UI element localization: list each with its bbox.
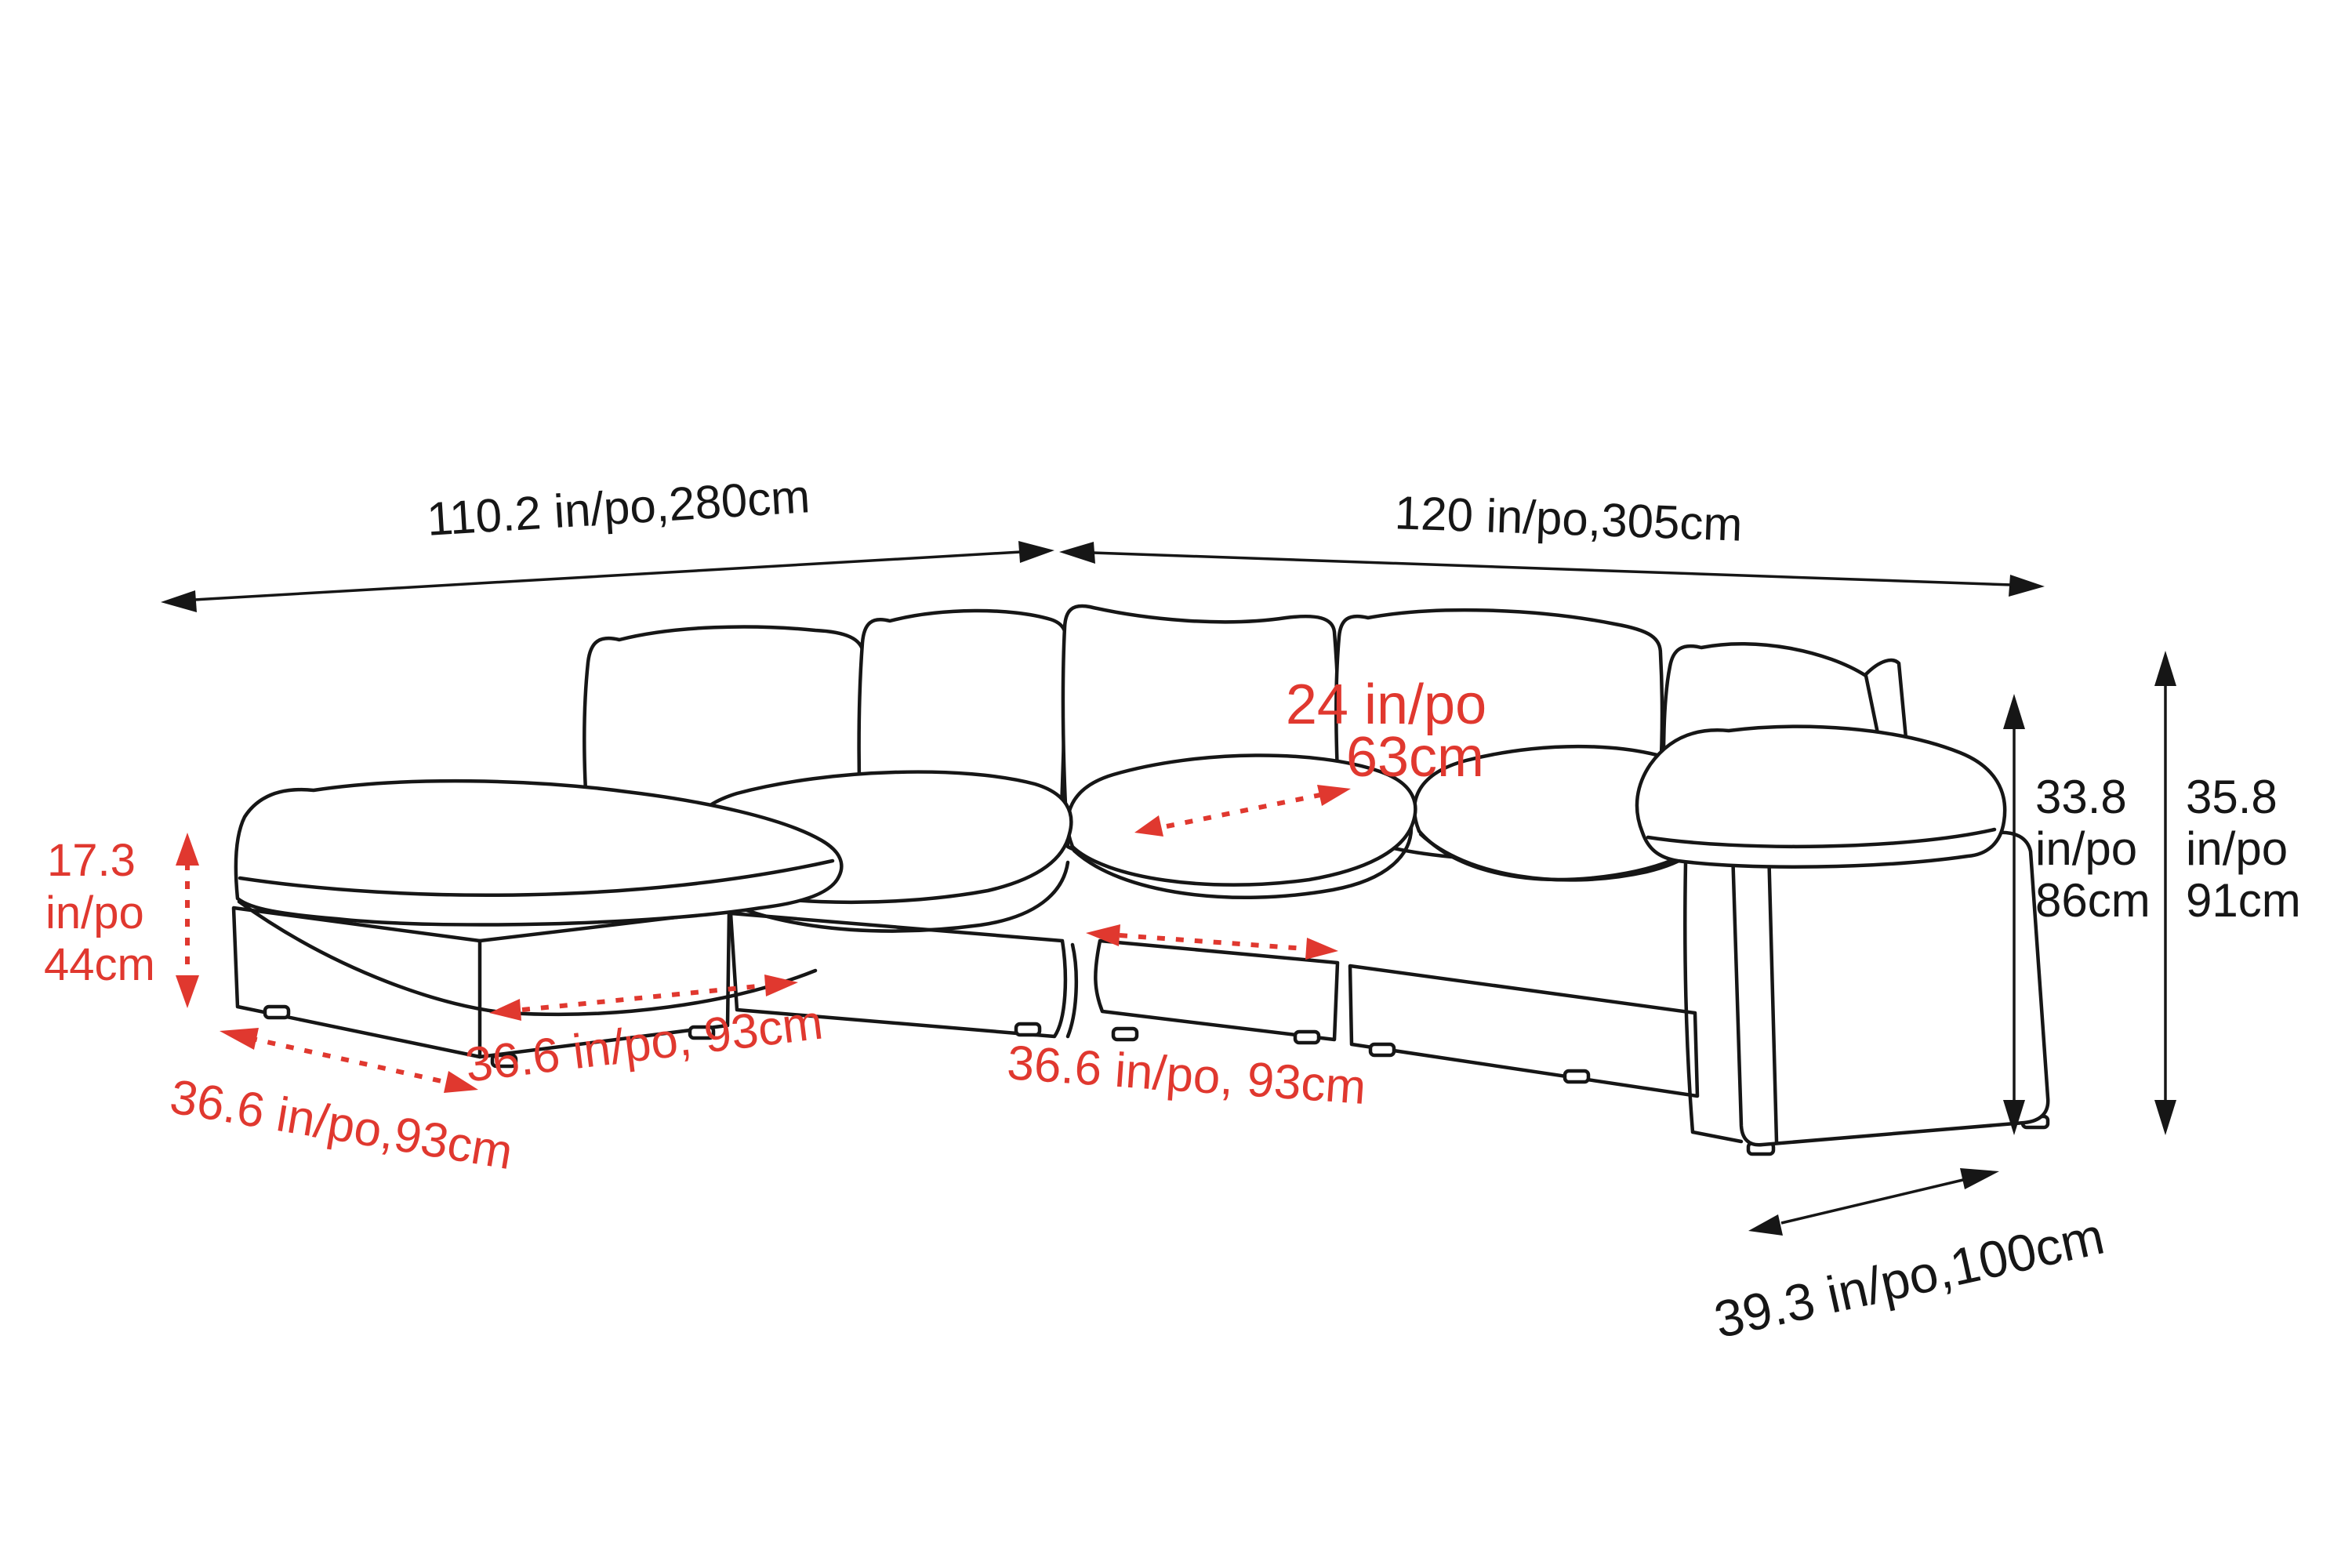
dim-label-seat-module-width: 36.6 in/po, 93cm [1005, 1036, 1367, 1115]
dimension-overall-height: 35.8 in/po 91cm [2154, 651, 2301, 1135]
dim-label-overall-height-3: 91cm [2186, 874, 2301, 927]
sofa-line-drawing [231, 604, 2050, 1156]
dim-label-arm-height-3: 86cm [2035, 874, 2151, 927]
dim-label-ottoman-height-1: 17.3 [47, 835, 136, 886]
dimension-arm-module-depth: 39.3 in/po,100cm [1709, 1168, 2109, 1348]
dim-label-ottoman-height-3: 44cm [44, 939, 155, 990]
dim-label-overall-height-1: 35.8 [2186, 771, 2278, 823]
dim-label-seat-depth-1: 24 in/po [1286, 673, 1486, 736]
dim-label-overall-height-2: in/po [2186, 822, 2288, 875]
dim-label-arm-height-1: 33.8 [2035, 771, 2127, 823]
dim-label-arm-height-2: in/po [2035, 822, 2137, 875]
dimension-total-width-left: 110.2 in/po,280cm [161, 470, 1054, 612]
dimension-ottoman-height: 17.3 in/po 44cm [44, 833, 199, 1008]
dimension-total-width-right: 120 in/po,305cm [1059, 486, 2045, 597]
dim-label-total-width-left: 110.2 in/po,280cm [426, 470, 811, 546]
sofa-feet [263, 1004, 2050, 1156]
sofa-seat-cushions [682, 744, 1722, 933]
dim-label-seat-depth-2: 63cm [1346, 726, 1484, 789]
dim-label-ottoman-height-2: in/po [45, 887, 144, 938]
sofa-right-arm [1635, 724, 2050, 1147]
dim-label-total-width-right: 120 in/po,305cm [1394, 486, 1744, 550]
dimension-seat-depth: 24 in/po 63cm [1134, 673, 1486, 837]
sofa-bases [231, 906, 1700, 1098]
dimension-arm-height: 33.8 in/po 86cm [2003, 694, 2151, 1135]
